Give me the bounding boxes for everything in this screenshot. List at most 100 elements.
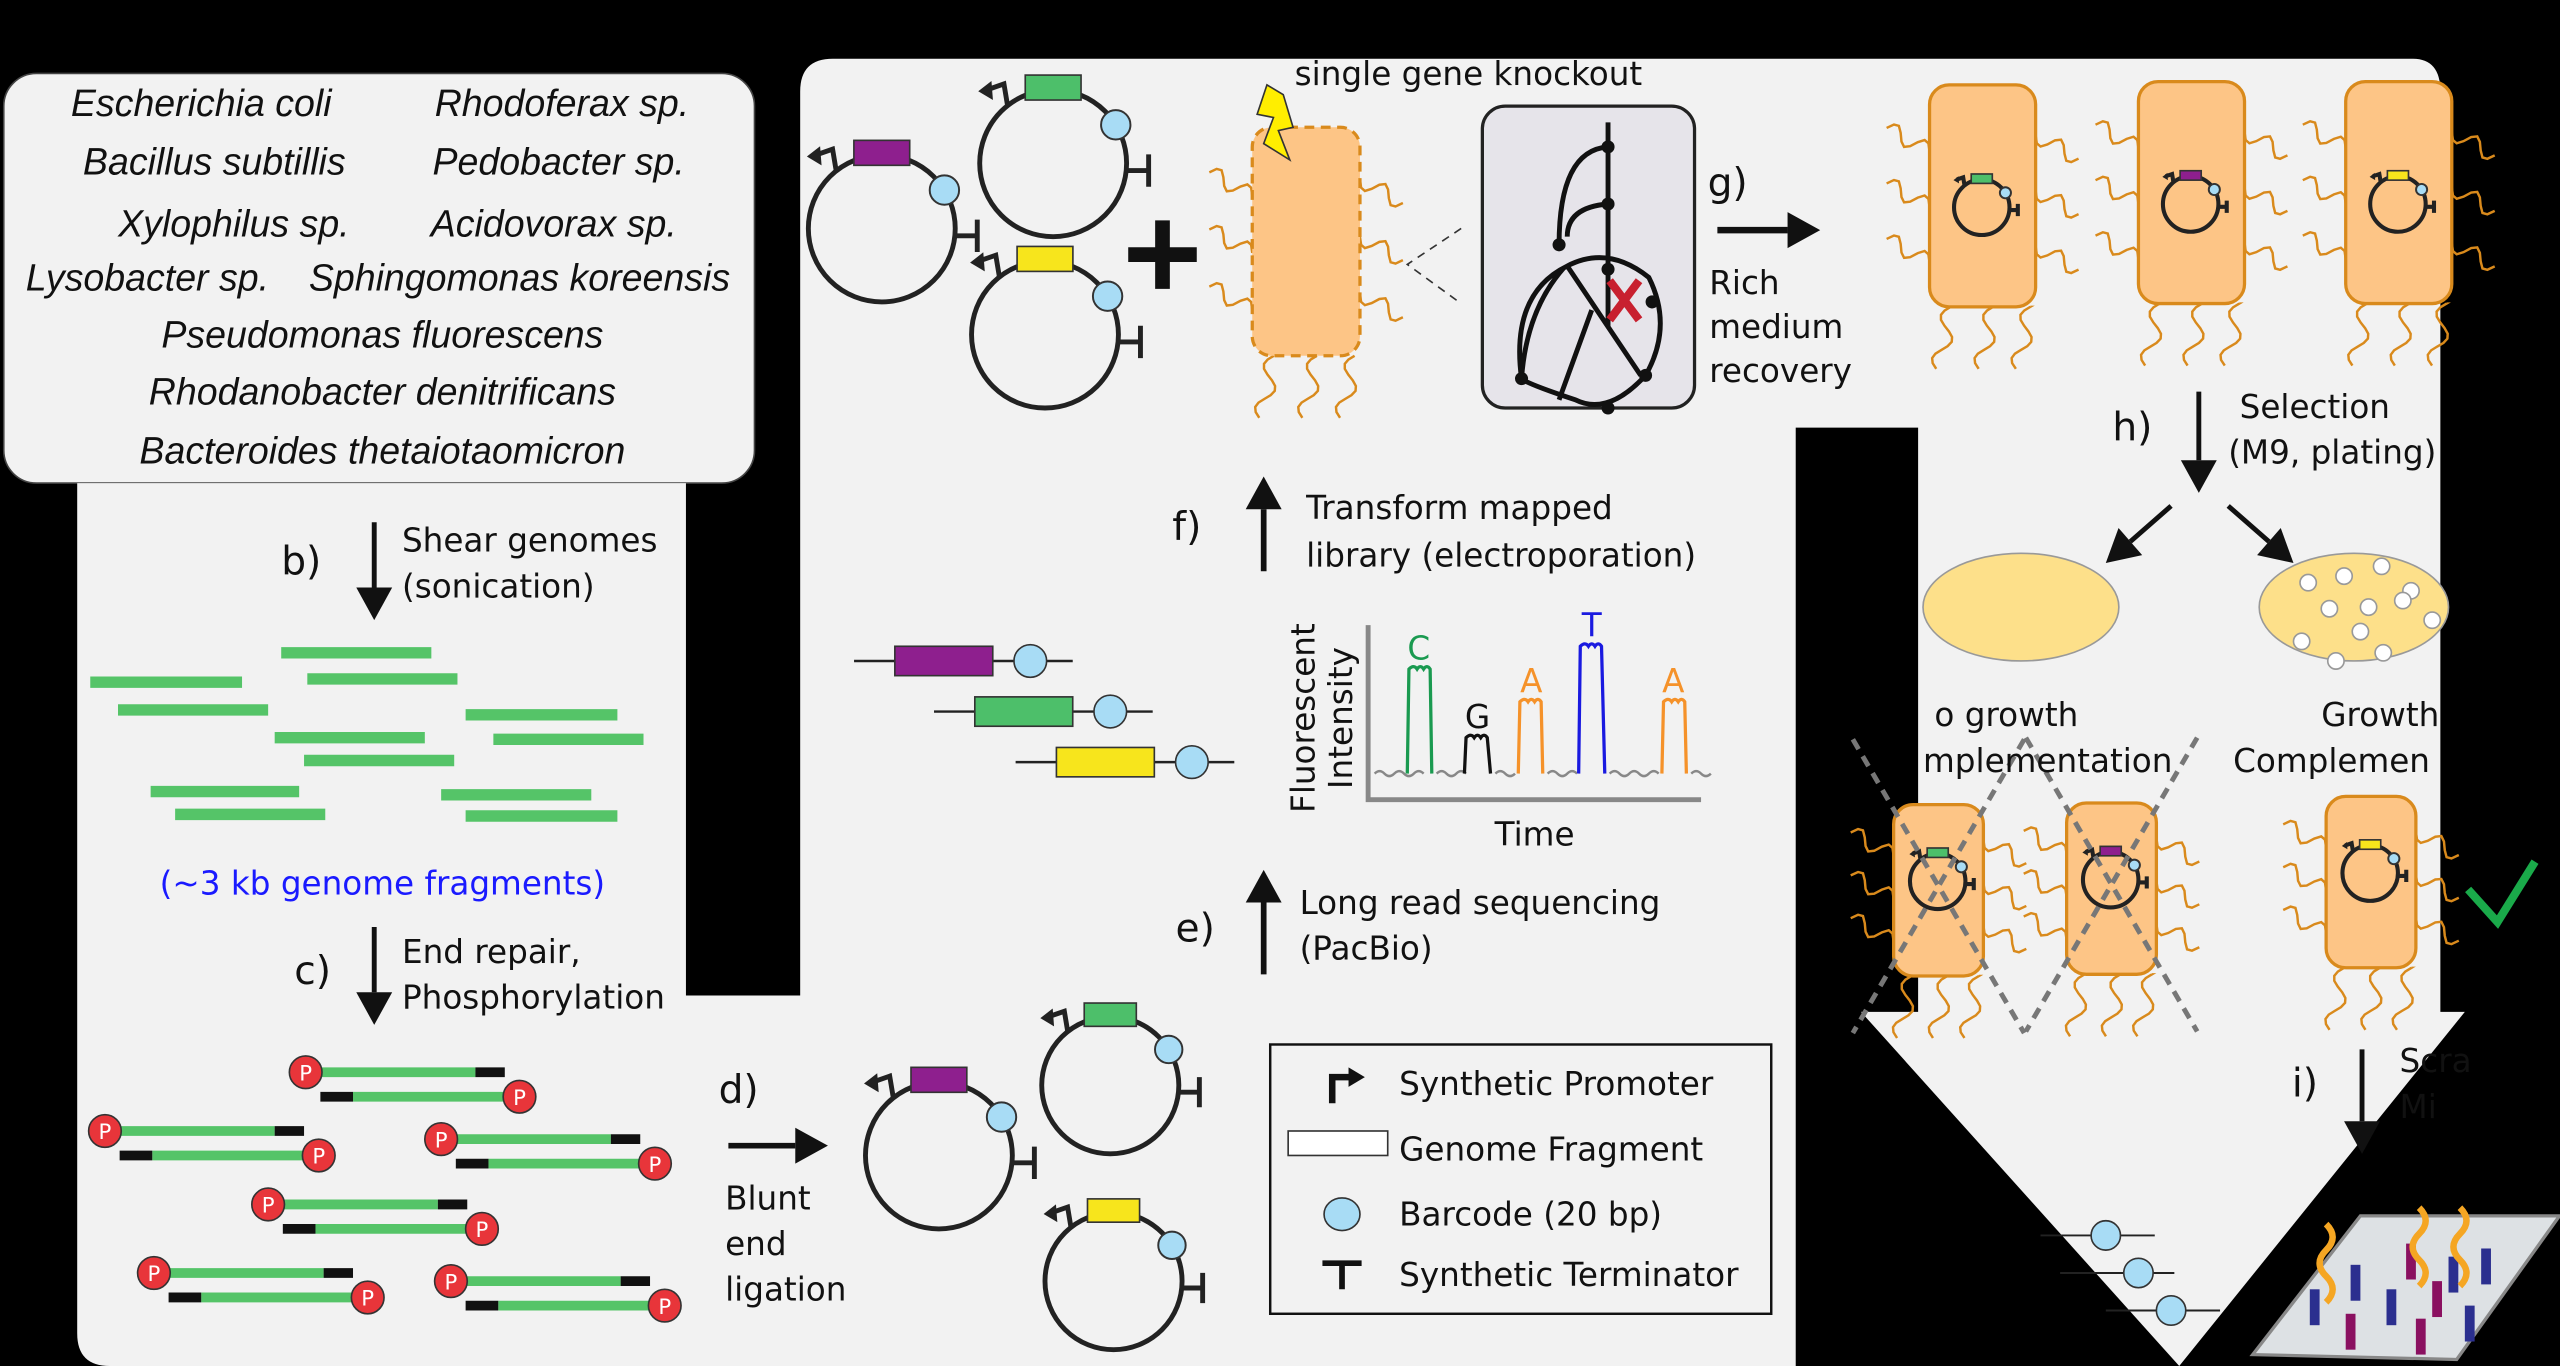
chromatogram-axes xyxy=(1365,625,1702,803)
flagellum xyxy=(2243,242,2288,272)
plate-arrow-right-head xyxy=(2257,528,2294,564)
flagellum xyxy=(2414,831,2460,860)
colony xyxy=(2359,598,2378,617)
flagellum xyxy=(1973,305,1996,370)
species-name: Bacillus subtillis xyxy=(83,141,346,183)
promoter-icon xyxy=(1328,1073,1352,1104)
barcode-icon xyxy=(1157,1230,1187,1260)
flagellum xyxy=(2243,187,2288,216)
plate-arrow-left-head xyxy=(2105,528,2143,564)
legend-box xyxy=(1268,1043,1773,1315)
step-e-label: e) xyxy=(1176,907,1215,952)
bacterium-cell xyxy=(2324,794,2418,970)
phosphate-icon xyxy=(350,1280,385,1315)
barcode-icon xyxy=(1323,1197,1361,1232)
chromatogram-peak xyxy=(1577,642,1607,774)
promoter-icon xyxy=(2344,840,2355,852)
step-d-arrow-head xyxy=(795,1127,828,1164)
flagellum xyxy=(1886,178,1931,208)
flagellum xyxy=(1208,281,1254,311)
flagellum xyxy=(1208,224,1254,254)
promoter-arrowhead-icon xyxy=(1043,1204,1058,1223)
flagellum xyxy=(1208,167,1254,197)
step-g-label: g) xyxy=(1708,161,1748,206)
flagellum xyxy=(2023,911,2068,941)
legend: Synthetic Promoter Genome Fragment Barco… xyxy=(1268,1043,1773,1315)
phosphate-label: P xyxy=(312,1145,325,1170)
flagellum xyxy=(2095,230,2140,260)
flagellum xyxy=(1358,179,1404,208)
peak-base-label: T xyxy=(1581,606,1603,644)
flagellum xyxy=(2155,923,2200,952)
network-node xyxy=(1601,197,1615,211)
flagellum xyxy=(2034,134,2080,164)
step-h-label: h) xyxy=(2112,406,2152,451)
phosphate-label: P xyxy=(361,1287,374,1312)
phosphate-icon xyxy=(251,1187,286,1222)
step-b-label: b) xyxy=(281,539,321,584)
flagellum xyxy=(2414,917,2460,946)
step-g-arrow-head xyxy=(1787,212,1821,249)
flagellum xyxy=(1297,354,1320,419)
species-name: Escherichia coli xyxy=(71,82,333,124)
phosphate-icon xyxy=(136,1255,172,1291)
barcode-icon xyxy=(1154,1034,1184,1065)
bacterium-cell xyxy=(2344,79,2454,306)
barcode-icon xyxy=(1093,694,1128,729)
promoter-arrowhead-icon xyxy=(2082,848,2088,856)
flagellum xyxy=(2282,819,2328,849)
plus-icon xyxy=(1128,220,1197,289)
step-c-text: Phosphorylation xyxy=(402,979,665,1017)
step-d-text: end xyxy=(725,1225,786,1263)
colony xyxy=(2393,591,2412,610)
legend-fragment: Genome Fragment xyxy=(1399,1130,1703,1168)
microarray-spot xyxy=(2345,1313,2356,1350)
barcode-icon xyxy=(2207,182,2221,197)
flagellum xyxy=(2131,973,2157,1038)
step-h-arrow-head xyxy=(2180,460,2217,493)
chromatogram-peak xyxy=(1660,697,1689,774)
phosphate-icon xyxy=(87,1113,123,1149)
terminator-icon xyxy=(955,219,980,252)
species-name: Bacteroides thetaiotaomicron xyxy=(139,429,625,471)
barcode-icon xyxy=(2415,182,2429,197)
promoter-arrowhead-icon xyxy=(978,80,993,101)
flagellum xyxy=(2282,905,2328,934)
flagellum xyxy=(2095,175,2140,204)
hybridized-strand xyxy=(2450,1205,2470,1289)
step-b-text: (sonication) xyxy=(402,567,595,605)
species-name: Rhodoferax sp. xyxy=(435,82,689,124)
terminator-icon xyxy=(2218,200,2229,213)
promoter-icon xyxy=(2165,171,2176,183)
genome-fragment-insert xyxy=(1926,847,1950,859)
step-h-text: (M9, plating) xyxy=(2228,433,2436,471)
genome-fragment-insert xyxy=(910,1066,968,1094)
genome-fragment-insert xyxy=(2358,839,2382,851)
knockout-label: single gene knockout xyxy=(1295,55,1643,93)
chromatogram-baseline xyxy=(1373,769,1712,778)
phosphate-icon xyxy=(433,1263,469,1299)
fragments-caption: (~3 kb genome fragments) xyxy=(160,864,605,902)
growth-text: Complemen xyxy=(2233,742,2430,780)
step-f-text: Transform mapped xyxy=(1305,489,1613,527)
microarray-spot xyxy=(2350,1264,2361,1301)
flagellum xyxy=(1927,974,1951,1039)
growth-text: Growth xyxy=(2321,696,2439,734)
lightning-icon xyxy=(1256,83,1295,162)
knockout-x-icon xyxy=(1606,278,1643,323)
barcode-icon xyxy=(1100,109,1132,141)
promoter-icon xyxy=(986,80,1011,107)
terminator-icon xyxy=(2138,876,2149,889)
step-d-label: d) xyxy=(719,1068,759,1113)
flagellum xyxy=(1253,354,1277,419)
flagellum xyxy=(2064,973,2088,1037)
microarray-spot xyxy=(2448,1256,2459,1293)
barcode-icon xyxy=(1174,745,1210,780)
peak-base-label: A xyxy=(1662,662,1685,700)
checkmark-icon xyxy=(2465,859,2539,929)
hybridized-strand xyxy=(2316,1221,2336,1305)
phosphate-icon xyxy=(464,1211,500,1247)
flagellum xyxy=(2095,119,2140,149)
phosphate-label: P xyxy=(99,1120,112,1145)
